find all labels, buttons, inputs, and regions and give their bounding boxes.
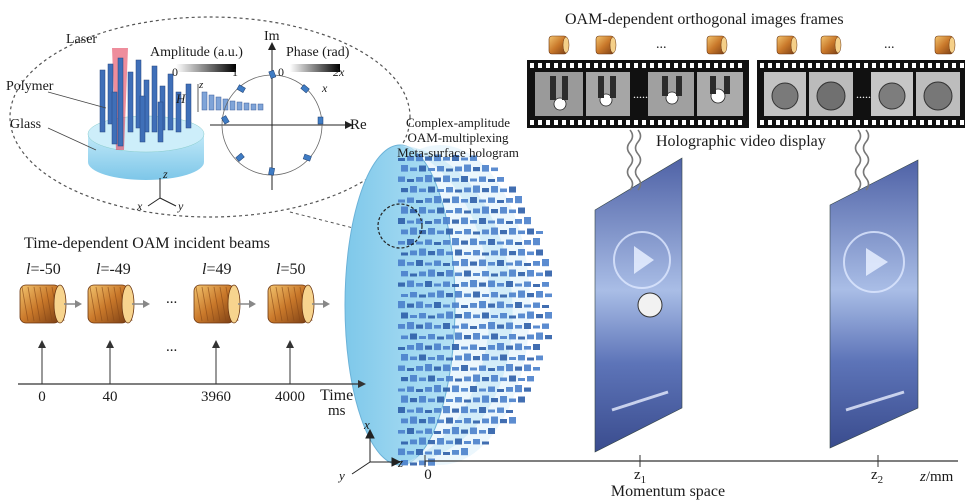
phase-max: 2x (333, 65, 345, 79)
time-label: Time (320, 387, 354, 404)
metasurface-pillars (398, 154, 552, 466)
time-tick-3: 3960 (201, 389, 231, 405)
phase-colorbar (290, 64, 340, 72)
video-ellipsis-1: ... (656, 37, 667, 52)
polymer-pillars (99, 57, 192, 147)
phase-min: 0 (278, 65, 284, 79)
beams-ellipsis-top: ... (166, 291, 178, 307)
height-z-label: z (199, 79, 204, 91)
beams-ellipsis-bottom: ... (166, 339, 178, 355)
zoom-circle (377, 203, 423, 249)
momentum-space-label: Momentum space (610, 483, 726, 500)
filmstrip-dots-1: ..... (633, 87, 648, 101)
z1-label: z1 (634, 467, 647, 486)
height-label: H (176, 91, 186, 106)
inset-x-axis: x (137, 199, 143, 213)
beams-title: Time-dependent OAM incident beams (24, 235, 271, 252)
video-ellipsis-2: ... (884, 37, 895, 52)
z-zero-label: 0 (424, 467, 432, 483)
metasurface-line-1: Complex-amplitude (406, 115, 510, 130)
time-tick-1: 0 (38, 389, 46, 405)
polymer-pointer (47, 91, 107, 109)
metasurface-axes (351, 428, 402, 475)
metasurface-line-2: OAM-multiplexing (407, 130, 509, 145)
inset-axes (147, 178, 177, 207)
beam-label-2: l=-49 (96, 261, 131, 278)
z-unit-label: z/mm (920, 469, 954, 485)
inset-y-axis: y (178, 199, 184, 213)
wavy-connectors (626, 129, 870, 191)
metasurface-x-axis: x (364, 417, 370, 432)
phase-label: Phase (rad) (286, 45, 350, 60)
amplitude-min: 0 (172, 65, 178, 79)
complex-plane (210, 42, 353, 190)
mini-oam-beams (548, 35, 956, 55)
filmstrip-dots-2: ..... (856, 87, 871, 101)
imaginary-axis-label: Im (264, 29, 280, 44)
amplitude-colorbar (176, 64, 236, 72)
glass-pointer (47, 127, 97, 151)
beam-label-1: l=-50 (26, 261, 61, 278)
inset-phase-x: x (322, 81, 328, 95)
time-unit: ms (328, 403, 346, 419)
z2-label: z2 (871, 467, 884, 486)
video-title: OAM-dependent orthogonal images frames (565, 11, 844, 28)
metasurface-line-3: Meta-surface hologram (397, 145, 519, 160)
metasurface-y-axis: y (339, 468, 345, 483)
time-tick-4: 4000 (275, 389, 305, 405)
metasurface-z-axis: z (398, 455, 404, 470)
time-axis (18, 340, 366, 388)
hologram-panel-2 (829, 159, 919, 449)
beam-label-4: l=50 (276, 261, 306, 278)
filmstrip-soccer (527, 60, 749, 128)
amplitude-max: 1 (232, 65, 238, 79)
real-axis-label: Re (350, 117, 367, 133)
oam-beams (19, 284, 330, 324)
beam-label-3: l=49 (202, 261, 232, 278)
inset-ellipse (9, 16, 411, 218)
glass-label: Glass (10, 117, 42, 132)
laser-label: Laser (66, 32, 98, 47)
video-display-label: Holographic video display (656, 133, 826, 150)
amplitude-label: Amplitude (a.u.) (150, 45, 243, 60)
filmstrip-basketball (757, 60, 965, 128)
inset-z-axis: z (163, 167, 168, 181)
polymer-label: Polymer (6, 79, 54, 94)
hologram-panel-1 (594, 157, 683, 453)
height-staircase (201, 91, 264, 111)
zoom-connector (289, 211, 386, 237)
time-tick-2: 40 (102, 389, 118, 405)
